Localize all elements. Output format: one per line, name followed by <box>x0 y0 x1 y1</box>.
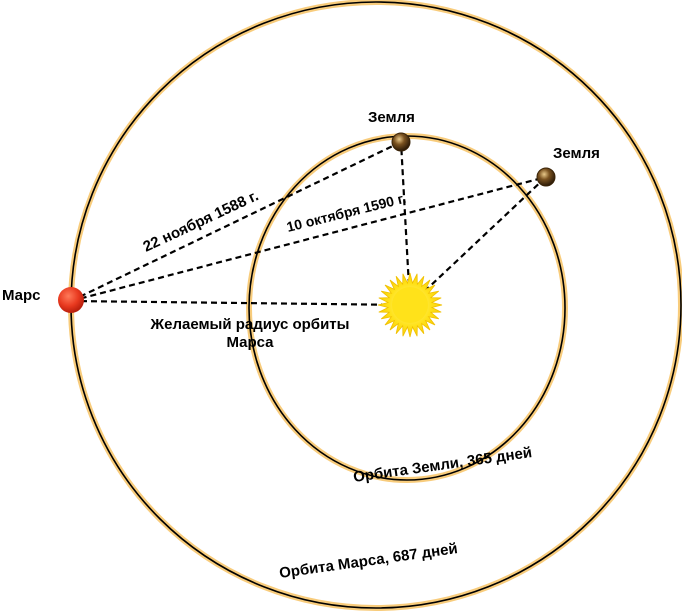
mars-orbit-label: Орбита Марса, 687 дней <box>278 540 459 582</box>
earth-label-2: Земля <box>553 145 600 162</box>
sun-icon <box>377 272 443 338</box>
date-label-1: 22 ноября 1588 г. <box>141 187 262 255</box>
line-sun-earth-1 <box>399 141 412 306</box>
mars-planet-icon <box>58 287 84 313</box>
earth-planet-icon-2 <box>536 167 556 187</box>
sightline-mars-earth-2 <box>70 175 547 303</box>
radius-line-mars-sun <box>70 299 411 307</box>
radius-label-line-2: Марса <box>226 334 274 351</box>
earth-orbit-label: Орбита Земли, 365 дней <box>352 444 533 486</box>
earth-planet-icon-1 <box>391 132 411 152</box>
mars-label: Марс <box>2 287 41 304</box>
earth-label-1: Земля <box>368 109 415 126</box>
radius-label-line-1: Желаемый радиус орбиты <box>150 316 350 333</box>
sightline-mars-earth-1 <box>70 141 402 302</box>
line-sun-earth-2 <box>409 176 547 306</box>
